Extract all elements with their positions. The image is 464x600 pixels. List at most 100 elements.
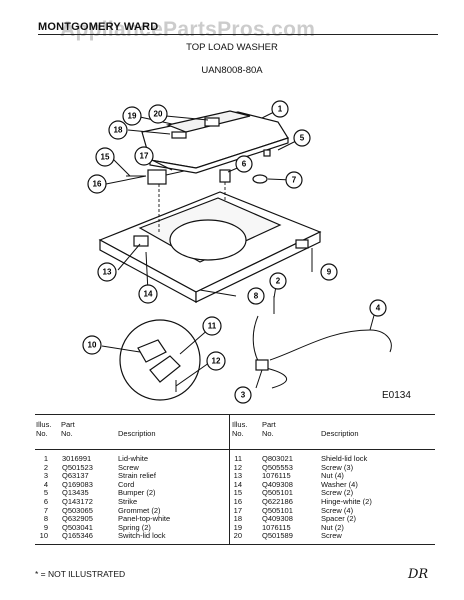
illus-number: 10 bbox=[39, 531, 48, 541]
svg-text:6: 6 bbox=[242, 160, 247, 169]
svg-text:14: 14 bbox=[144, 290, 153, 299]
svg-text:11: 11 bbox=[208, 322, 217, 331]
part-number: Q63137 bbox=[62, 471, 89, 481]
svg-text:7: 7 bbox=[292, 176, 297, 185]
part-description: Strike bbox=[118, 497, 138, 506]
strike-part bbox=[158, 149, 271, 232]
svg-text:13: 13 bbox=[103, 268, 112, 277]
callout-4: 4 bbox=[369, 299, 387, 317]
part-description: Lid-white bbox=[118, 454, 149, 463]
part-description: Spacer (2) bbox=[321, 514, 357, 524]
callout-1: 1 bbox=[271, 100, 289, 118]
illus-number: 4 bbox=[43, 479, 48, 489]
part-number: Q165346 bbox=[62, 531, 93, 541]
callout-3: 3 bbox=[234, 386, 252, 404]
callout-15: 15 bbox=[95, 147, 115, 167]
svg-text:10: 10 bbox=[88, 341, 97, 350]
top-panel-part bbox=[98, 191, 322, 304]
part-number: 3016991 bbox=[62, 454, 92, 463]
illus-number: 20 bbox=[233, 531, 242, 541]
part-description: Washer (4) bbox=[321, 479, 358, 489]
part-description: Bumper (2) bbox=[118, 488, 156, 498]
handwritten-initials: DR bbox=[408, 567, 429, 582]
illus-number: 6 bbox=[43, 497, 48, 506]
svg-text:8: 8 bbox=[254, 292, 259, 301]
part-description: Screw (3) bbox=[321, 462, 354, 472]
svg-text:12: 12 bbox=[212, 357, 221, 366]
header-description-left: Description bbox=[118, 429, 156, 438]
footnote: * = NOT ILLUSTRATED bbox=[35, 569, 126, 579]
callout-17: 17 bbox=[134, 146, 154, 166]
illus-number: 18 bbox=[233, 514, 242, 524]
illus-number: 19 bbox=[233, 522, 242, 532]
part-number: 1076115 bbox=[262, 471, 291, 481]
callout-6: 6 bbox=[235, 155, 253, 173]
svg-text:20: 20 bbox=[154, 110, 163, 119]
svg-text:15: 15 bbox=[101, 153, 110, 162]
part-number: Q169083 bbox=[62, 479, 93, 489]
illus-number: 14 bbox=[233, 479, 242, 489]
part-description: Hinge-white (2) bbox=[321, 497, 372, 506]
svg-text:5: 5 bbox=[300, 134, 305, 143]
svg-text:16: 16 bbox=[93, 180, 102, 189]
part-number: Q632905 bbox=[62, 514, 93, 524]
part-number: Q505101 bbox=[262, 488, 293, 498]
header-illus-right: Illus.No. bbox=[232, 420, 248, 438]
callout-10: 10 bbox=[82, 335, 102, 355]
callout-16: 16 bbox=[87, 174, 107, 194]
part-number: Q505553 bbox=[262, 462, 293, 472]
figure-code: E0134 bbox=[382, 390, 411, 401]
part-description: Screw (4) bbox=[321, 505, 354, 515]
illus-number: 3 bbox=[43, 471, 48, 481]
part-description: Screw bbox=[321, 531, 342, 541]
illus-number: 5 bbox=[43, 488, 48, 498]
callout-19: 19 bbox=[122, 106, 142, 126]
model-number: UAN8008-80A bbox=[201, 65, 263, 76]
part-description: Switch-lid lock bbox=[118, 531, 166, 541]
callout-9: 9 bbox=[320, 263, 338, 281]
illus-number: 15 bbox=[233, 488, 242, 498]
illus-number: 17 bbox=[233, 505, 242, 515]
illus-number: 9 bbox=[43, 522, 48, 532]
svg-text:9: 9 bbox=[327, 268, 332, 277]
part-number: Q803021 bbox=[262, 454, 293, 463]
callout-20: 20 bbox=[148, 104, 168, 124]
part-description: Nut (2) bbox=[321, 522, 344, 532]
part-number: Q503041 bbox=[62, 522, 93, 532]
illus-number: 11 bbox=[234, 454, 242, 463]
callout-8: 8 bbox=[247, 287, 265, 305]
illus-number: 2 bbox=[43, 462, 48, 472]
part-number: Q143172 bbox=[62, 497, 93, 506]
lid-part bbox=[141, 110, 289, 174]
svg-text:4: 4 bbox=[376, 304, 381, 313]
callout-18: 18 bbox=[108, 120, 128, 140]
table-column-divider bbox=[229, 414, 230, 544]
part-number: Q503065 bbox=[62, 505, 93, 515]
svg-text:3: 3 bbox=[241, 391, 246, 400]
part-number: Q409308 bbox=[262, 514, 293, 524]
brand-name: MONTGOMERY WARD bbox=[38, 21, 159, 33]
callout-14: 14 bbox=[138, 284, 158, 304]
callout-13: 13 bbox=[97, 262, 117, 282]
illus-number: 13 bbox=[233, 471, 242, 481]
callout-2: 2 bbox=[269, 272, 287, 290]
part-description: Spring (2) bbox=[118, 522, 151, 532]
callout-5: 5 bbox=[293, 129, 311, 147]
part-number: Q501523 bbox=[62, 462, 93, 472]
svg-text:17: 17 bbox=[140, 152, 149, 161]
callout-7: 7 bbox=[285, 171, 303, 189]
table-header-rule bbox=[35, 449, 435, 450]
part-description: Screw bbox=[118, 462, 139, 472]
header-description-right: Description bbox=[321, 429, 359, 438]
illus-number: 16 bbox=[233, 497, 242, 506]
header-rule bbox=[38, 34, 438, 35]
illus-number: 7 bbox=[43, 505, 48, 515]
svg-text:19: 19 bbox=[128, 112, 137, 121]
part-description: Screw (2) bbox=[321, 488, 354, 498]
svg-text:2: 2 bbox=[276, 277, 281, 286]
table-bottom-rule bbox=[35, 544, 435, 545]
